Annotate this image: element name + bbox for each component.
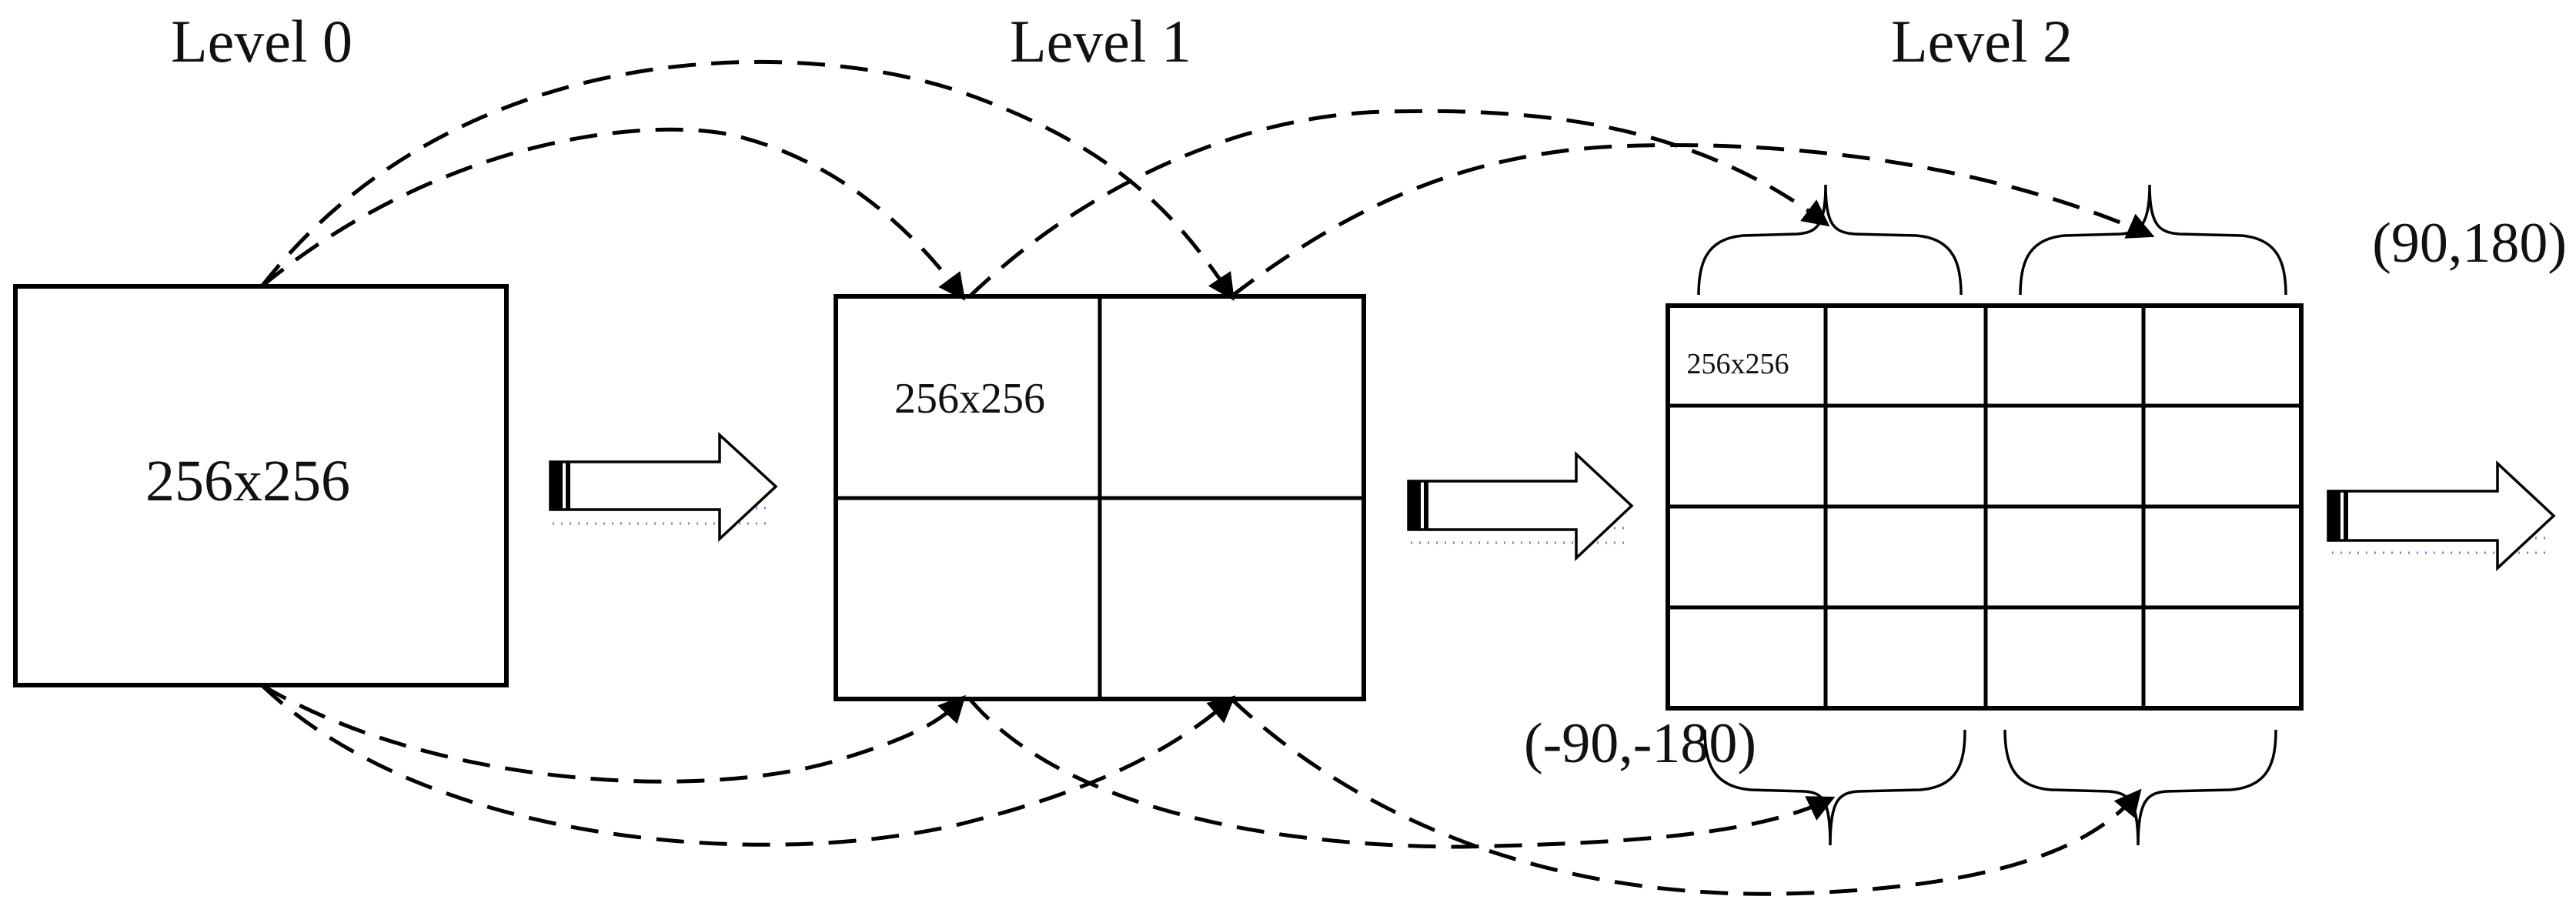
level-2-grid <box>1666 303 2304 711</box>
level-0-label: Level 0 <box>171 8 352 75</box>
level-1-grid <box>834 294 1366 701</box>
arrow-l0-to-l1-bottom-left <box>260 683 966 784</box>
arrow-l1-to-l2-top-right <box>1230 143 2155 298</box>
corner-top-right-label: (90,180) <box>2372 212 2567 275</box>
block-arrow-l2-next <box>2327 460 2556 572</box>
brace-top-left <box>1697 184 1963 296</box>
arrow-l1-to-l2-bottom-right <box>1230 697 2142 896</box>
brace-bottom-left <box>1703 729 1966 846</box>
arrow-l1-to-l2-top-left <box>968 109 1830 298</box>
level-0-tile <box>13 284 509 687</box>
level-2-label: Level 2 <box>1891 8 2073 75</box>
level-1-tile-label: 256x256 <box>894 375 1045 423</box>
brace-bottom-right <box>2003 729 2277 846</box>
corner-bottom-left-label: (-90,-180) <box>1524 712 1756 775</box>
level-0-tile-label: 256x256 <box>145 449 350 513</box>
brace-top-right <box>2019 184 2287 296</box>
arrow-l0-to-l1-top-right <box>260 59 1235 301</box>
block-arrow-l1-to-l2 <box>1407 450 1634 562</box>
arrow-l0-to-l1-top-left <box>260 127 966 301</box>
level-1-label: Level 1 <box>1010 8 1191 75</box>
arrow-l0-to-l1-bottom-right <box>260 684 1236 847</box>
arrow-l1-to-l2-bottom-left <box>968 697 1836 849</box>
level-2-tile-label: 256x256 <box>1687 348 1789 380</box>
block-arrow-l0-to-l1 <box>549 432 778 543</box>
